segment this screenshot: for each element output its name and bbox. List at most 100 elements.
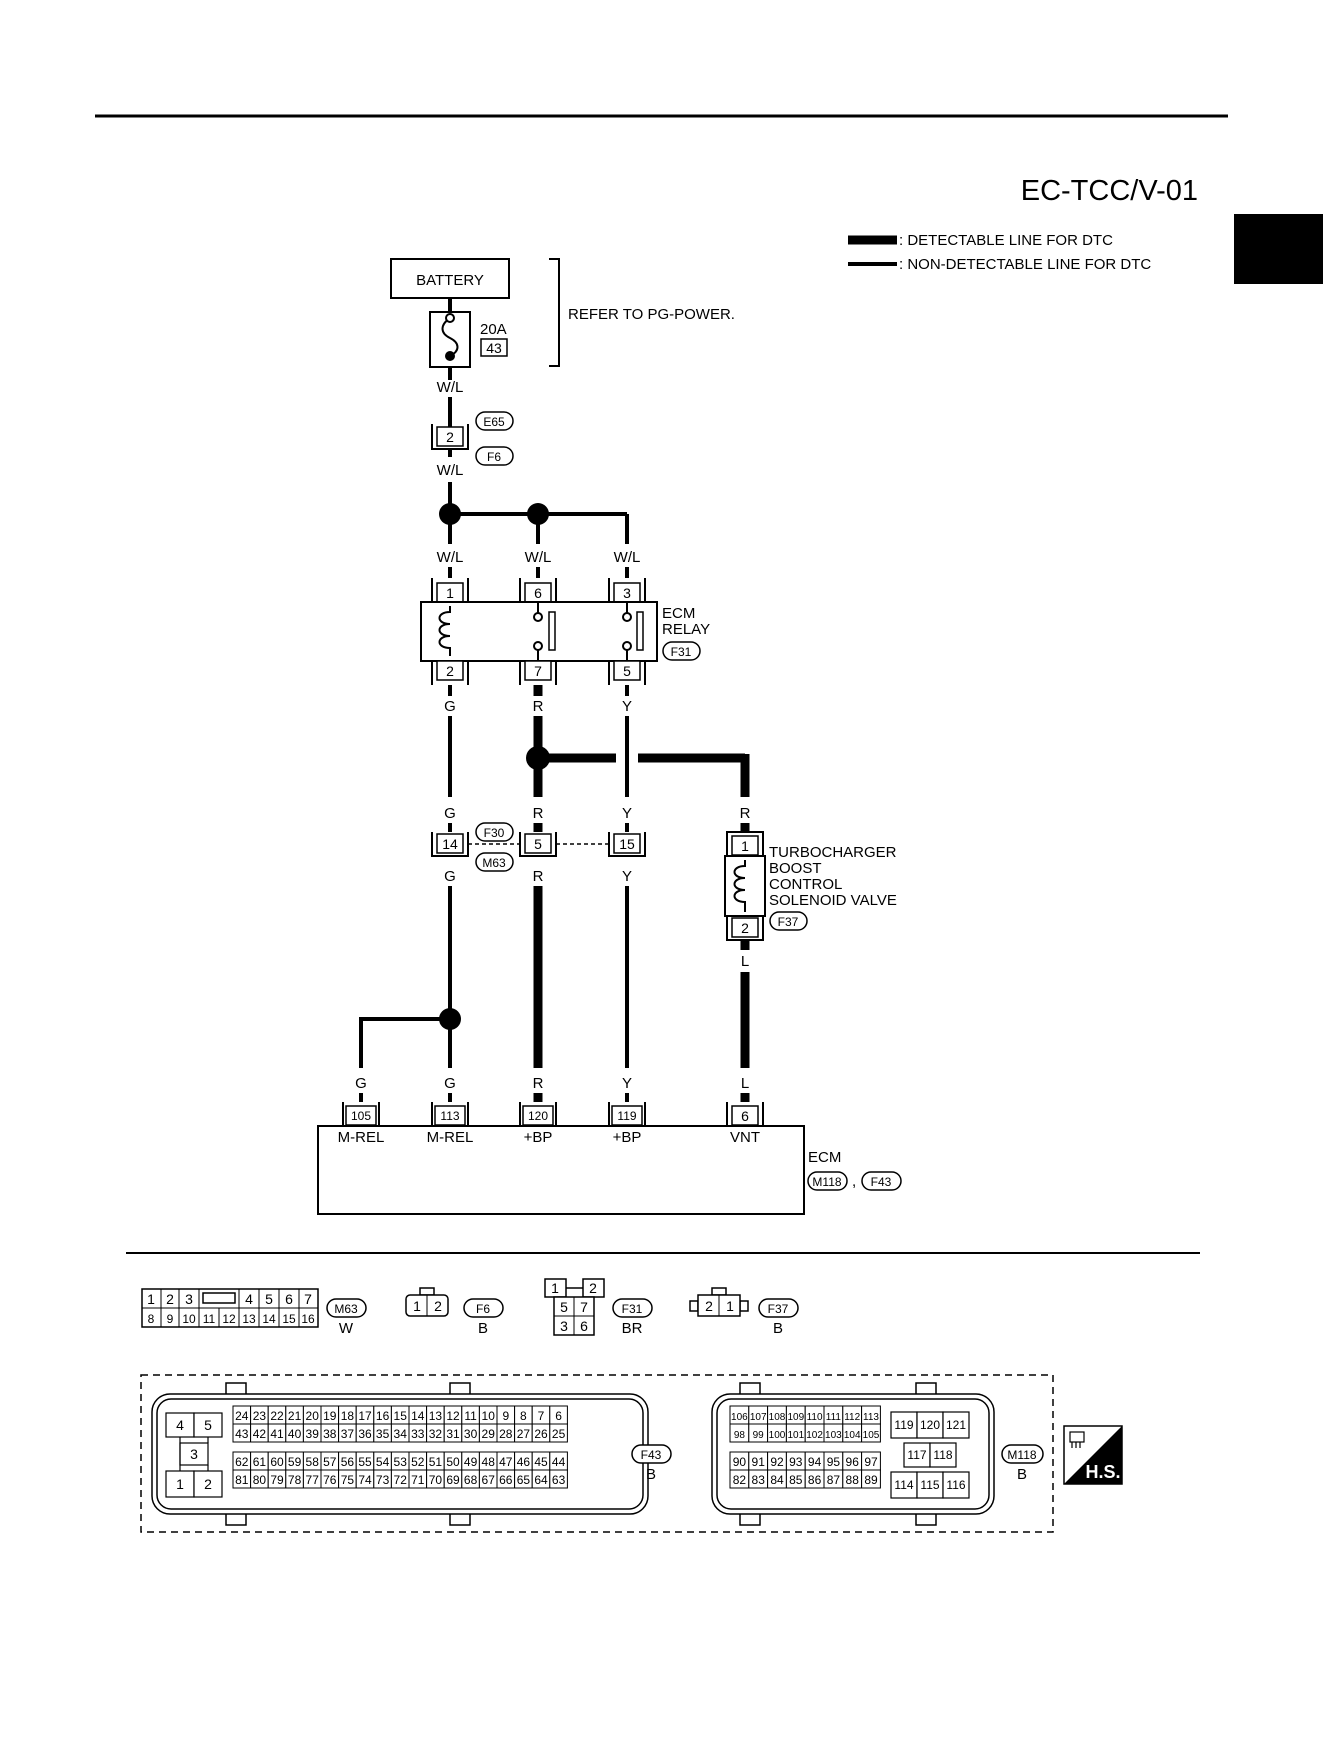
ecm-separator: , <box>852 1173 856 1190</box>
harness-side-icon: H.S. <box>1063 1425 1123 1485</box>
ecm-terminal-label: M-REL <box>338 1129 385 1146</box>
ecm-pin: 113 <box>440 1109 459 1123</box>
pin-number: 99 <box>753 1430 765 1441</box>
m63-pin: 15 <box>282 1312 296 1326</box>
connector-m63: M63 <box>482 856 506 870</box>
face-color-f6: B <box>478 1320 488 1337</box>
pin-number: 55 <box>358 1455 372 1469</box>
pin-number: 12 <box>446 1409 460 1423</box>
connector-f43: F43 <box>871 1175 892 1189</box>
refer-bracket <box>549 258 560 367</box>
ecm-pin: 120 <box>528 1109 548 1123</box>
pin-number: 84 <box>770 1473 784 1487</box>
wire-label-y: Y <box>622 805 632 822</box>
pin-number: 61 <box>253 1455 267 1469</box>
pin-number: 108 <box>769 1412 786 1423</box>
relay-pin-bottom: 7 <box>534 663 542 679</box>
fuse-icon <box>441 317 459 357</box>
wire-label-g: G <box>444 1075 456 1092</box>
m63-pin: 9 <box>167 1312 174 1326</box>
pin-number: 41 <box>270 1427 284 1441</box>
splice-dot <box>527 503 549 525</box>
pin-number: 19 <box>323 1409 337 1423</box>
pin-number: 71 <box>411 1473 425 1487</box>
pin-number: 78 <box>288 1473 302 1487</box>
face-color-f37: B <box>773 1320 783 1337</box>
m63-pin: 5 <box>265 1291 273 1307</box>
pin-number: 53 <box>394 1455 408 1469</box>
section-tab <box>1234 214 1323 284</box>
pin-number: 92 <box>770 1455 784 1469</box>
pin-number: 72 <box>394 1473 408 1487</box>
pin-cell <box>549 1423 568 1443</box>
joint-pin: 15 <box>619 836 635 852</box>
pin-number: 26 <box>534 1427 548 1441</box>
pin-number: 101 <box>787 1430 804 1441</box>
pin-number: 54 <box>376 1455 390 1469</box>
face-label-f43: F43 <box>641 1448 662 1462</box>
wire-label-y: Y <box>622 1075 632 1092</box>
f43-pin: 3 <box>190 1446 198 1462</box>
pin-number: 9 <box>502 1409 509 1423</box>
wire-label-wl-2: W/L <box>437 462 464 479</box>
relay-pin-bottom: 5 <box>623 663 631 679</box>
ecm-title: ECM <box>808 1149 841 1166</box>
wire-label-wl: W/L <box>437 549 464 566</box>
pin-number: 40 <box>288 1427 302 1441</box>
pin-number: 89 <box>864 1473 878 1487</box>
pin-number: 21 <box>288 1409 302 1423</box>
pin-number: 38 <box>323 1427 337 1441</box>
m118-pin: 114 <box>894 1478 913 1492</box>
connector-f31: F31 <box>671 645 692 659</box>
pin-number: 110 <box>807 1412 823 1423</box>
f6-pin: 2 <box>434 1298 442 1314</box>
m63-pin: 1 <box>147 1291 155 1307</box>
wire-label-wl-1: W/L <box>437 379 464 396</box>
pin-number: 29 <box>482 1427 496 1441</box>
face-color-f31: BR <box>622 1320 643 1337</box>
pin-number: 69 <box>446 1473 460 1487</box>
pin-number: 13 <box>429 1409 443 1423</box>
joint-connector-f30-m63: 14 5 15 <box>431 832 646 857</box>
pin-number: 73 <box>376 1473 390 1487</box>
f43-pin: 4 <box>176 1417 184 1433</box>
pin-number: 63 <box>552 1473 566 1487</box>
face-label-m118: M118 <box>1007 1448 1036 1462</box>
solenoid-title-4: SOLENOID VALVE <box>769 892 897 909</box>
m63-pin: 12 <box>222 1312 236 1326</box>
pin-number: 46 <box>517 1455 531 1469</box>
relay-pin-top: 6 <box>534 585 542 601</box>
pin-number: 100 <box>769 1430 786 1441</box>
wire-label-y: Y <box>622 698 632 715</box>
joint-pin: 5 <box>534 836 542 852</box>
pin-number: 45 <box>534 1455 548 1469</box>
f43-left-pins: 4 5 3 1 2 <box>165 1412 223 1498</box>
fuse-no-box <box>480 338 508 357</box>
face-color-f43: B <box>646 1466 656 1483</box>
wire-label-r: R <box>533 698 544 715</box>
face-label-f37: F37 <box>768 1302 789 1316</box>
pin-number: 10 <box>482 1409 496 1423</box>
m63-pin: 6 <box>285 1291 293 1307</box>
m63-pin: 11 <box>203 1312 216 1326</box>
relay-pin-top: 3 <box>623 585 631 601</box>
pin-number: 83 <box>752 1473 766 1487</box>
m63-pin: 8 <box>148 1312 155 1326</box>
pin-number: 57 <box>323 1455 337 1469</box>
pin-number: 77 <box>306 1473 320 1487</box>
pin-number: 70 <box>429 1473 443 1487</box>
m63-pin: 4 <box>245 1291 253 1307</box>
splice-dot <box>439 503 461 525</box>
battery-label: BATTERY <box>416 272 484 289</box>
pin-number: 96 <box>846 1455 860 1469</box>
m118-pin: 119 <box>894 1418 913 1432</box>
m118-pin: 118 <box>933 1448 952 1462</box>
pin-cell <box>861 1423 881 1443</box>
pin-number: 85 <box>789 1473 803 1487</box>
pin-number: 112 <box>844 1412 860 1423</box>
face-label-f6: F6 <box>476 1302 490 1316</box>
legend-detectable-label: : DETECTABLE LINE FOR DTC <box>899 232 1113 249</box>
pin-number: 50 <box>446 1455 460 1469</box>
